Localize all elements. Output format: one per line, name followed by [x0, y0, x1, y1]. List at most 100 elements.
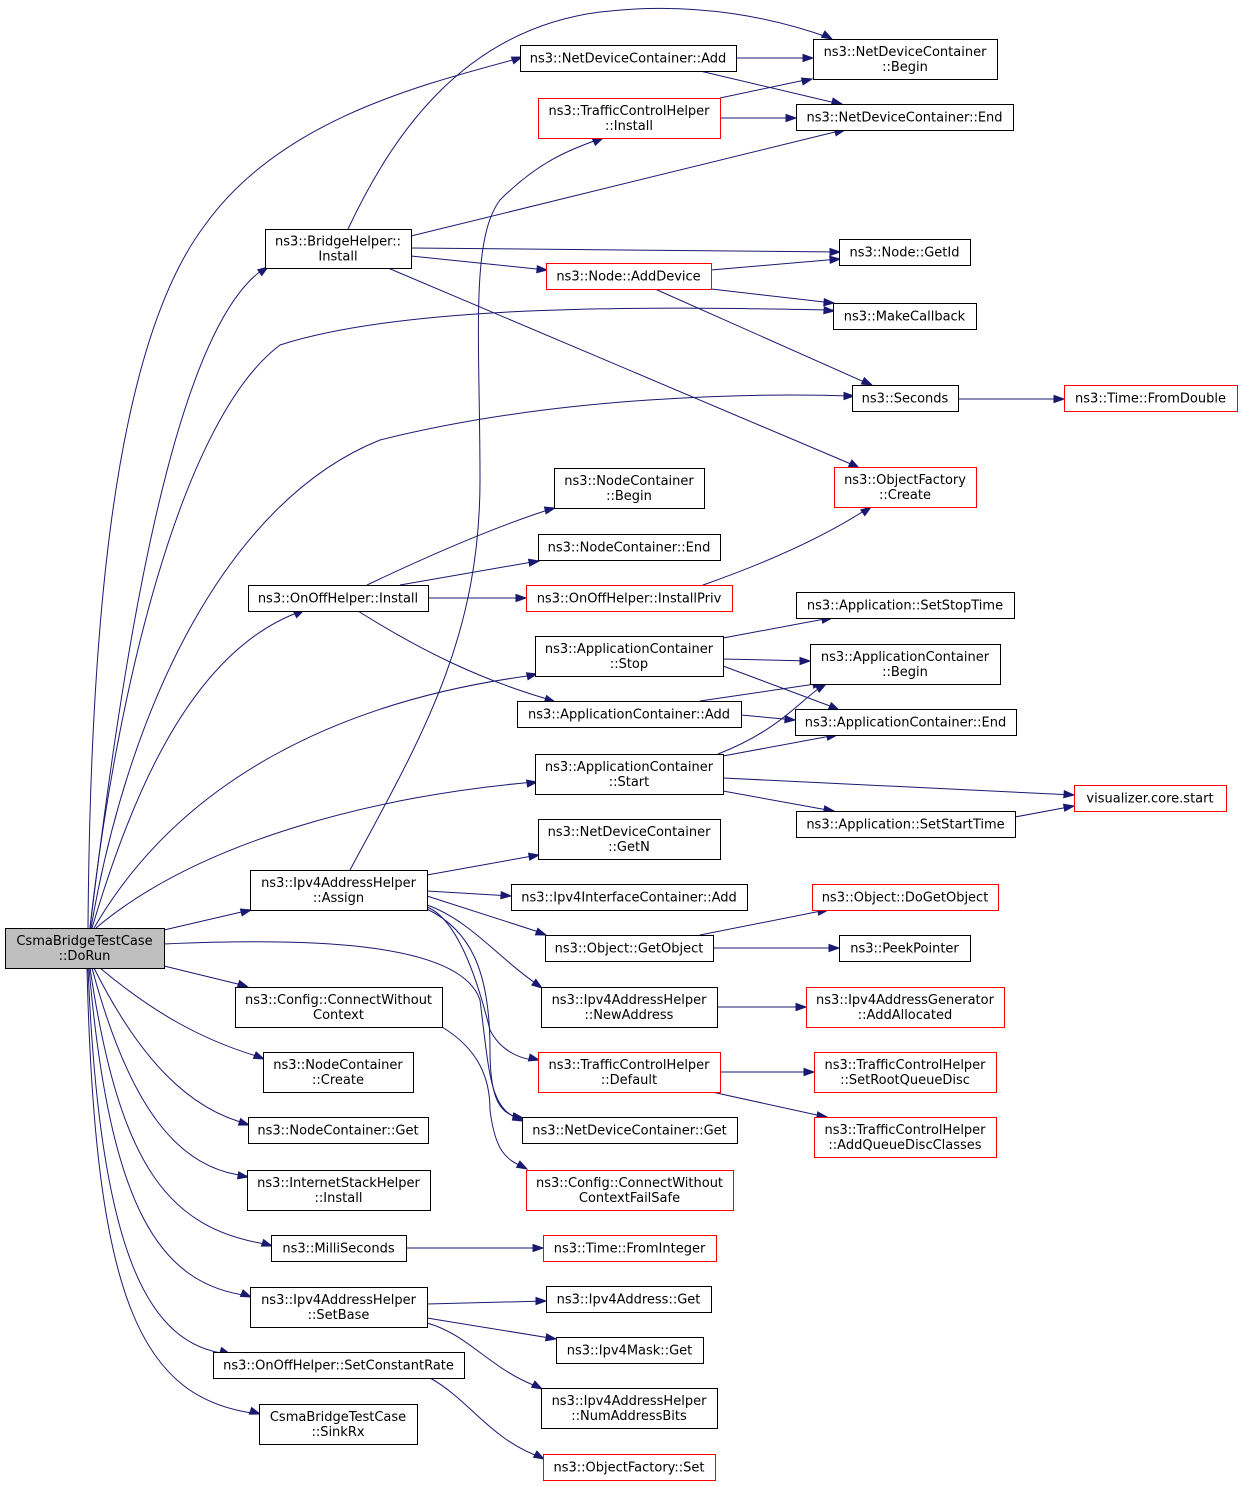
node-config-cwcfs[interactable]: ns3::Config::ConnectWithoutContextFailSa… — [526, 1170, 734, 1211]
node-onoff-install[interactable]: ns3::OnOffHelper::Install — [248, 585, 429, 612]
node-obj-dogetobject[interactable]: ns3::Object::DoGetObject — [812, 884, 999, 911]
node-ac-stop[interactable]: ns3::ApplicationContainer::Stop — [535, 636, 724, 677]
node-ipv4ag-addallocated[interactable]: ns3::Ipv4AddressGenerator::AddAllocated — [806, 987, 1005, 1028]
edge-line — [90, 394, 853, 929]
node-label: ns3::Config::ConnectWithout — [536, 1176, 723, 1191]
edge-line — [710, 258, 840, 271]
node-nc-get[interactable]: ns3::NodeContainer::Get — [248, 1117, 429, 1144]
node-onoff-installpriv[interactable]: ns3::OnOffHelper::InstallPriv — [526, 585, 733, 612]
node-ndc-begin[interactable]: ns3::NetDeviceContainer::Begin — [813, 39, 998, 80]
node-ipv4ah-newaddress[interactable]: ns3::Ipv4AddressHelper::NewAddress — [541, 987, 718, 1028]
edge-line — [349, 137, 603, 871]
node-bh-install[interactable]: ns3::BridgeHelper::Install — [265, 229, 412, 269]
node-ac-end[interactable]: ns3::ApplicationContainer::End — [795, 709, 1017, 736]
node-label: ns3::Ipv4InterfaceContainer::Add — [521, 891, 737, 906]
arrowhead — [525, 672, 539, 681]
arrowhead — [236, 1171, 250, 1180]
arrowhead — [814, 683, 828, 694]
node-label: ::Begin — [882, 60, 928, 75]
edge-bh-node_adddevice — [410, 255, 549, 274]
edge-assign-tch_default — [426, 906, 541, 1062]
node-ipv4mask-get[interactable]: ns3::Ipv4Mask::Get — [556, 1337, 704, 1364]
node-label: ::AddAllocated — [858, 1008, 952, 1023]
arrowhead — [527, 1053, 541, 1062]
node-of-set[interactable]: ns3::ObjectFactory::Set — [543, 1454, 716, 1481]
edge-root-nc_get — [93, 967, 251, 1126]
node-ac-start[interactable]: ns3::ApplicationContainer::Start — [535, 754, 724, 795]
node-label: CsmaBridgeTestCase — [16, 934, 152, 949]
node-ac-add[interactable]: ns3::ApplicationContainer::Add — [517, 701, 742, 728]
node-time-fromdouble[interactable]: ns3::Time::FromDouble — [1064, 385, 1238, 412]
node-label: ::DoRun — [59, 949, 111, 964]
edge-line — [88, 967, 251, 1297]
node-app-setstarttime[interactable]: ns3::Application::SetStartTime — [796, 811, 1016, 838]
node-box — [556, 1337, 704, 1364]
node-box — [546, 263, 712, 290]
edge-line — [426, 890, 512, 897]
edge-line — [429, 1377, 544, 1459]
edge-line — [87, 967, 229, 1355]
edge-newaddress-addallocated — [717, 1002, 808, 1012]
node-label: ns3::OnOffHelper::Install — [258, 592, 418, 607]
node-of-create[interactable]: ns3::ObjectFactory::Create — [834, 467, 977, 508]
node-milliseconds[interactable]: ns3::MilliSeconds — [271, 1235, 407, 1262]
arrowhead — [830, 97, 844, 106]
arrowhead — [823, 297, 836, 307]
node-makecallback[interactable]: ns3::MakeCallback — [833, 303, 977, 330]
node-label: ns3::Application::SetStopTime — [807, 599, 1003, 614]
node-label: ns3::Ipv4AddressGenerator — [816, 993, 995, 1008]
node-tch-addqdc[interactable]: ns3::TrafficControlHelper::AddQueueDiscC… — [814, 1117, 997, 1158]
edge-installpriv-of_create — [702, 506, 873, 586]
arrowhead — [860, 376, 874, 386]
arrowhead — [795, 1002, 808, 1012]
node-label: ::SetRootQueueDisc — [840, 1073, 970, 1088]
arrowhead — [532, 1243, 545, 1253]
edge-line — [719, 78, 811, 99]
arrowhead — [511, 1112, 525, 1121]
node-ish-install[interactable]: ns3::InternetStackHelper::Install — [247, 1170, 431, 1211]
node-ndc-end[interactable]: ns3::NetDeviceContainer::End — [796, 104, 1014, 131]
node-ipv4ah-setbase[interactable]: ns3::Ipv4AddressHelper::SetBase — [250, 1287, 428, 1328]
node-sinkrx[interactable]: CsmaBridgeTestCase::SinkRx — [259, 1404, 418, 1445]
edge-onoff-installpriv — [428, 593, 528, 603]
node-label: ::Install — [605, 119, 653, 134]
node-peekpointer[interactable]: ns3::PeekPointer — [839, 935, 971, 962]
arrowhead — [248, 1406, 262, 1415]
edge-root-milliseconds — [89, 967, 274, 1247]
edge-line — [86, 967, 260, 1415]
node-ipv4ic-add[interactable]: ns3::Ipv4InterfaceContainer::Add — [511, 884, 748, 911]
node-box — [541, 1388, 718, 1429]
node-nc-begin[interactable]: ns3::NodeContainer::Begin — [554, 468, 705, 509]
edge-ac_start-viz_start — [722, 777, 1076, 799]
node-ndc-getn[interactable]: ns3::NetDeviceContainer::GetN — [538, 819, 721, 860]
node-ipv4addr-get[interactable]: ns3::Ipv4Address::Get — [546, 1286, 712, 1313]
node-ipv4ah-assign[interactable]: ns3::Ipv4AddressHelper::Assign — [250, 870, 428, 911]
arrowhead — [829, 247, 842, 257]
node-tch-setroot[interactable]: ns3::TrafficControlHelper::SetRootQueueD… — [814, 1052, 997, 1093]
edge-line — [717, 683, 826, 755]
arrowhead — [544, 1333, 558, 1342]
node-app-setstoptime[interactable]: ns3::Application::SetStopTime — [796, 592, 1015, 619]
node-ac-begin[interactable]: ns3::ApplicationContainer::Begin — [810, 644, 1001, 685]
node-seconds[interactable]: ns3::Seconds — [852, 385, 959, 412]
node-label: ns3::InternetStackHelper — [257, 1176, 420, 1191]
node-ndc-add[interactable]: ns3::NetDeviceContainer::Add — [520, 45, 737, 72]
node-viz-start[interactable]: visualizer.core.start — [1074, 785, 1227, 812]
node-tch-default[interactable]: ns3::TrafficControlHelper::Default — [538, 1052, 721, 1093]
node-label: ns3::TrafficControlHelper — [548, 1058, 710, 1073]
node-node-getid[interactable]: ns3::Node::GetId — [839, 239, 971, 266]
arrowhead — [843, 391, 856, 401]
node-root[interactable]: CsmaBridgeTestCase::DoRun — [5, 928, 165, 969]
node-onoff-setconstantrate[interactable]: ns3::OnOffHelper::SetConstantRate — [213, 1352, 465, 1379]
node-tch-install[interactable]: ns3::TrafficControlHelper::Install — [538, 98, 721, 139]
node-node-adddevice[interactable]: ns3::Node::AddDevice — [546, 263, 712, 290]
node-time-frominteger[interactable]: ns3::Time::FromInteger — [543, 1235, 717, 1262]
node-label: ns3::BridgeHelper:: — [275, 235, 401, 250]
node-ipv4ah-numaddressbits[interactable]: ns3::Ipv4AddressHelper::NumAddressBits — [541, 1388, 718, 1429]
node-ndc-get[interactable]: ns3::NetDeviceContainer::Get — [522, 1117, 738, 1144]
node-box — [248, 585, 429, 612]
node-nc-create[interactable]: ns3::NodeContainer::Create — [263, 1052, 414, 1093]
node-obj-getobject[interactable]: ns3::Object::GetObject — [545, 935, 714, 962]
node-nc-end[interactable]: ns3::NodeContainer::End — [538, 534, 721, 561]
